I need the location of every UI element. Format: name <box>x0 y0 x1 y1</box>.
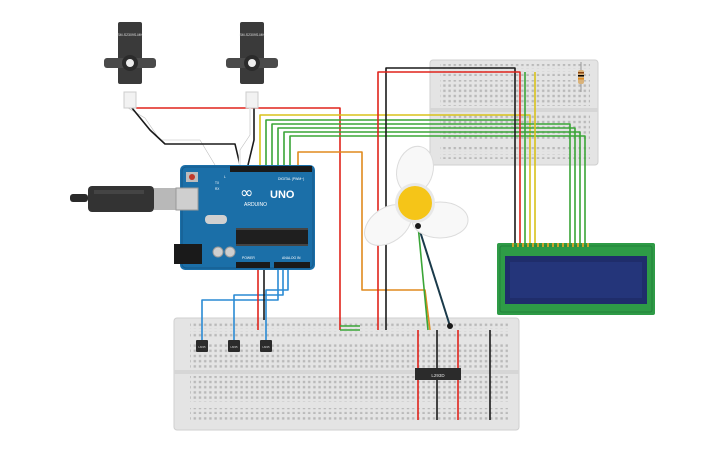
wire-green-1 <box>265 119 520 165</box>
l293d-driver[interactable]: L293D <box>415 368 461 380</box>
wire-servo-right-white <box>238 108 252 165</box>
servo-label: SM-S2309S-MK <box>117 33 143 37</box>
arduino-logo-icon: ∞ <box>240 183 253 202</box>
wire-green-3 <box>277 127 576 245</box>
wire-servo-left-black <box>131 107 241 166</box>
wire-motor-black <box>417 224 451 327</box>
analog-header-label: ANALOG IN <box>282 256 301 260</box>
wire-red-long <box>377 71 521 330</box>
wire-green-5 <box>289 135 586 245</box>
usb-cable <box>70 186 190 212</box>
sensor-label: LM35 <box>231 345 238 349</box>
l293d-label: L293D <box>431 373 445 378</box>
temp-sensor-2[interactable]: LM35 <box>228 340 240 352</box>
arduino-model: UNO <box>270 189 295 201</box>
l-label: L <box>224 175 226 179</box>
temp-sensor-1[interactable]: LM35 <box>196 340 208 352</box>
wire-blue-3 <box>265 270 289 340</box>
wire-green-4 <box>283 131 581 245</box>
lcd-pins <box>512 243 589 247</box>
rx-label: RX <box>215 187 220 191</box>
lcd-16x2[interactable] <box>497 243 655 315</box>
resistor[interactable] <box>578 62 584 92</box>
tx-label: TX <box>215 181 220 185</box>
wire-servo-red <box>136 107 341 330</box>
servo-label: SM-S2309S-MK <box>239 33 265 37</box>
wire-servo-right-white <box>239 108 251 165</box>
wire-servo-left-white <box>127 106 217 166</box>
digital-header-label: DIGITAL (PWM~) <box>278 177 304 181</box>
arduino-uno[interactable]: ∞ UNO ARDUINO DIGITAL (PWM~) POWER ANALO… <box>174 165 315 270</box>
wire-yellow <box>259 114 531 245</box>
wire-green-2 <box>271 123 571 245</box>
wire-blue-1 <box>201 270 279 340</box>
power-header-label: POWER <box>242 256 255 260</box>
sensor-label: LM35 <box>263 345 270 349</box>
wire-black-long <box>385 67 516 330</box>
servo-left[interactable]: SM-S2309S-MK <box>104 22 156 109</box>
dc-motor-fan[interactable] <box>357 142 469 329</box>
arduino-brand: ARDUINO <box>244 202 267 208</box>
wire-servo-right-black <box>247 108 255 166</box>
wire-orange <box>297 151 431 331</box>
wire-motor-green <box>417 224 429 331</box>
sensor-label: LM35 <box>199 345 206 349</box>
main-breadboard[interactable] <box>173 317 520 431</box>
temp-sensor-3[interactable]: LM35 <box>260 340 272 352</box>
servo-right[interactable]: SM-S2309S-MK <box>226 22 278 109</box>
small-breadboard[interactable] <box>429 59 599 166</box>
